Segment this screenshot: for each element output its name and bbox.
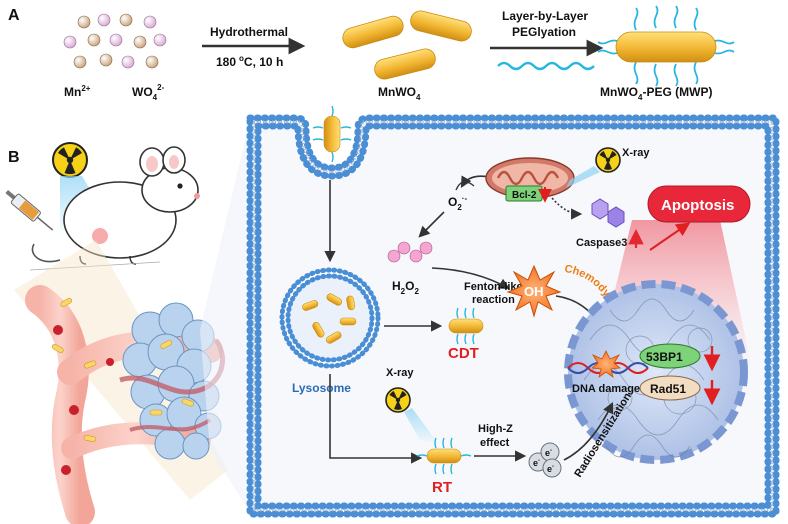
53bp1-badge — [639, 343, 701, 369]
cell-zoom-wedge — [200, 136, 246, 506]
radiation-icon-top — [595, 147, 621, 173]
lysosome-to-rt-arrow — [329, 374, 423, 464]
xray-beam-top — [566, 166, 600, 188]
caspase3-icon — [591, 198, 625, 228]
endocytosed-particle — [312, 105, 352, 163]
mn-ion-label: Mn2+ — [64, 84, 91, 99]
dna-damage-label: DNA damage — [572, 383, 640, 395]
hydrothermal-label: Hydrothermal — [210, 25, 288, 39]
caspase3-label: Caspase3 — [576, 237, 627, 249]
h2o2-label: H2O2 — [392, 279, 419, 296]
electron-cluster-icon — [528, 442, 562, 478]
rad51-label: Rad51 — [650, 382, 686, 396]
cdt-particle — [448, 307, 484, 345]
rt-particle — [416, 437, 472, 475]
xray-label-top: X-ray — [622, 147, 650, 159]
peglyation-label-2: PEGlyation — [512, 25, 576, 39]
apoptosis-label: Apoptosis — [661, 197, 734, 214]
oh-radical-label: OH — [524, 284, 544, 299]
fenton-arrow — [431, 267, 510, 290]
electron-to-nucleus-arrow — [563, 401, 614, 461]
bcl2-label: Bcl-2 — [512, 190, 537, 201]
fenton-label-2: reaction — [472, 294, 515, 306]
mouse-icon — [29, 146, 200, 271]
oh-radical-icon — [506, 264, 562, 318]
lysosome-label: Lysosome — [292, 381, 351, 395]
53bp1-label: 53BP1 — [646, 350, 683, 364]
dna-break-icon — [591, 350, 621, 378]
xray-label-mid: X-ray — [386, 367, 414, 379]
electron-label-2: e- — [545, 448, 552, 458]
panel-label-b: B — [8, 149, 20, 166]
superoxide-to-h2o2-arrow — [418, 211, 445, 238]
lysosome — [279, 267, 381, 369]
mnwo4-rods — [342, 10, 472, 80]
peg-chain-icon — [497, 61, 595, 71]
tungstate-label: WO42- — [132, 83, 165, 102]
rad51-badge — [639, 375, 701, 401]
radiation-icon — [52, 142, 88, 178]
ions-cluster — [63, 13, 167, 69]
h2o2-molecule-icon — [387, 241, 433, 263]
caspase-to-apoptosis-arrow — [649, 222, 691, 251]
mwp-particle — [597, 5, 735, 87]
fenton-label-1: Fenton-like — [464, 281, 523, 293]
highz-label-2: effect — [480, 437, 510, 449]
peglyation-label-1: Layer-by-Layer — [502, 9, 588, 23]
cdt-label: CDT — [448, 345, 479, 362]
apoptosis-badge — [647, 185, 751, 223]
panel-label-a: A — [8, 7, 20, 24]
highz-label-1: High-Z — [478, 423, 513, 435]
electron-label-1: e- — [533, 458, 540, 468]
mnwo4-label: MnWO4 — [378, 85, 421, 102]
electron-label-3: e- — [547, 464, 554, 474]
superoxide-label: O2·- — [448, 194, 467, 212]
radiation-icon-mid — [385, 387, 411, 413]
rt-label: RT — [432, 479, 452, 496]
xray-beam-mid — [404, 408, 440, 446]
syringe-icon — [5, 190, 54, 231]
mwp-label: MnWO4-PEG (MWP) — [600, 85, 712, 102]
